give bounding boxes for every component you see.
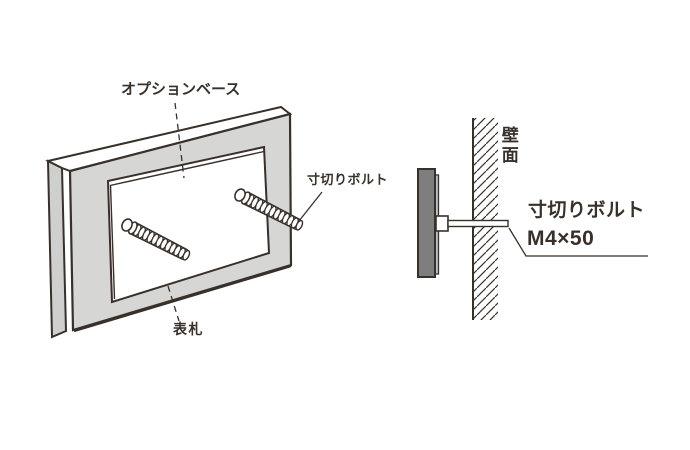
wall-mount-side-view bbox=[417, 118, 648, 320]
nameplate-label: 表札 bbox=[173, 321, 204, 337]
bolt-label: 寸切りボルト bbox=[307, 172, 389, 187]
base-recess-area bbox=[106, 145, 271, 304]
frame-bottom-edge bbox=[73, 264, 292, 333]
wall-hatching bbox=[474, 118, 498, 320]
recess-step-left-line bbox=[109, 184, 116, 300]
option-base-label: オプションベース bbox=[121, 81, 241, 98]
spacer-nut bbox=[435, 215, 449, 232]
bolt-leader-line bbox=[298, 191, 323, 222]
bolt-side-profile bbox=[447, 219, 509, 228]
bolt-spec-size-label: M4×50 bbox=[527, 227, 595, 250]
recess-step-top-line bbox=[109, 150, 265, 187]
wall-surface-label: 壁面 bbox=[498, 126, 518, 166]
option-base-leader-line bbox=[174, 102, 185, 179]
option-base-perspective-view bbox=[45, 102, 323, 339]
frame-left-side-face bbox=[46, 159, 68, 339]
bolt-spec-leader-line bbox=[508, 227, 648, 257]
bolt-spec-label: 寸切りボルト bbox=[528, 200, 646, 221]
nameplate-side-profile bbox=[417, 168, 436, 278]
